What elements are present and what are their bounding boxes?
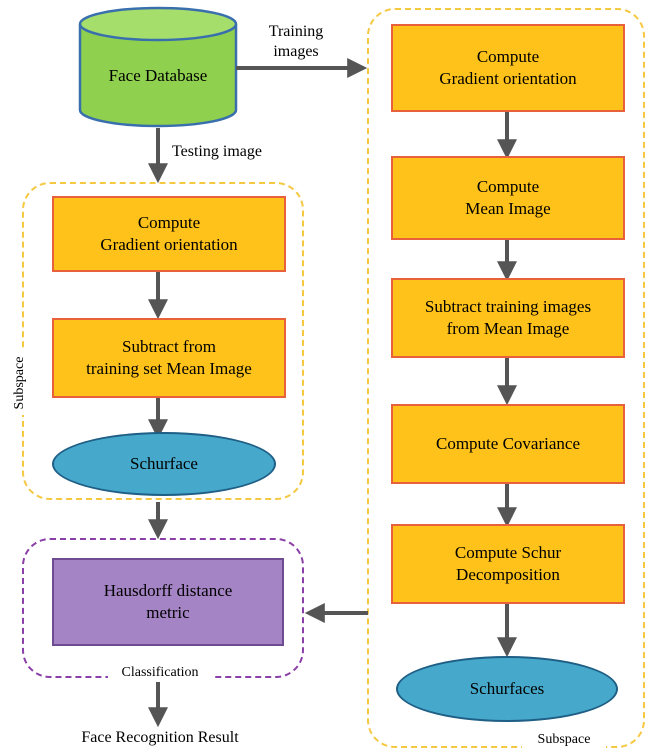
right-step-schur: Compute Schur Decomposition: [391, 524, 625, 604]
right-subspace-group: [367, 8, 645, 748]
face-database-cylinder: [78, 6, 238, 128]
training-images-label: Training images: [268, 23, 324, 60]
right-step-subtract: Subtract training images from Mean Image: [391, 278, 625, 358]
right-step-covariance: Compute Covariance: [391, 404, 625, 484]
right-subspace-label: Subspace: [522, 731, 606, 749]
right-step-gradient: Compute Gradient orientation: [391, 24, 625, 112]
left-step-gradient: Compute Gradient orientation: [52, 196, 286, 272]
right-step-mean: Compute Mean Image: [391, 156, 625, 240]
right-output-schurfaces: Schurfaces: [396, 656, 618, 722]
hausdorff-metric-box: Hausdorff distance metric: [52, 558, 284, 646]
left-output-schurface: Schurface: [52, 432, 276, 496]
face-database-label: Face Database: [108, 66, 208, 85]
face-recognition-result: Face Recognition Result: [81, 729, 239, 746]
testing-image-label: Testing image: [172, 143, 262, 160]
left-step-subtract: Subtract from training set Mean Image: [52, 318, 286, 398]
classification-label: Classification: [108, 664, 212, 682]
left-subspace-label: Subspace: [11, 351, 29, 415]
